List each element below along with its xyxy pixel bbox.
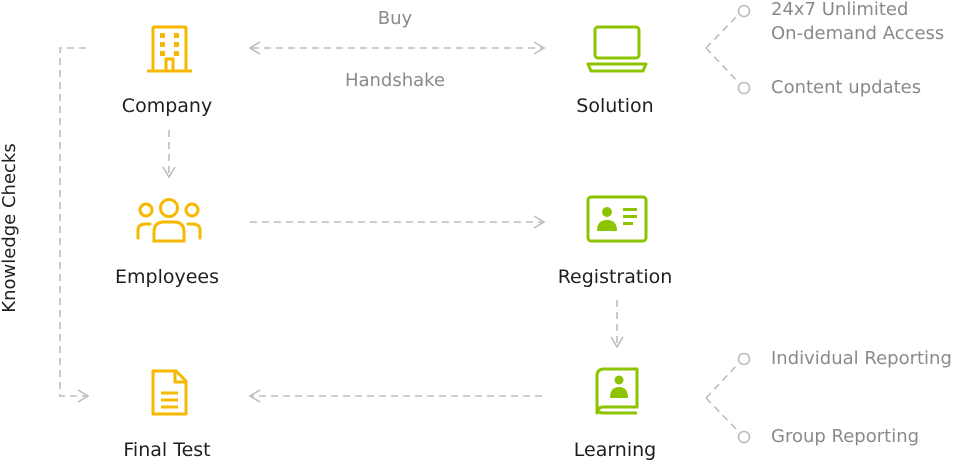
learning-finaltest-connector xyxy=(248,389,542,403)
solution-features-branch xyxy=(705,4,751,95)
learning-node: Learning xyxy=(574,367,657,460)
feature-bullet xyxy=(737,352,751,366)
feature-individual-reporting: Individual Reporting xyxy=(771,348,952,369)
knowledge-checks-connector xyxy=(59,47,90,403)
final-test-node: Final Test xyxy=(123,369,211,460)
feature-group-reporting: Group Reporting xyxy=(771,426,919,447)
id-card-icon xyxy=(586,195,648,243)
laptop-icon xyxy=(586,25,648,73)
company-solution-connector xyxy=(248,41,546,55)
solution-node: Solution xyxy=(576,25,654,117)
employees-label: Employees xyxy=(115,266,219,288)
employees-registration-connector xyxy=(250,215,546,229)
registration-label: Registration xyxy=(558,266,673,288)
knowledge-checks-label: Knowledge Checks xyxy=(0,143,20,312)
learning-label: Learning xyxy=(574,439,657,460)
company-node: Company xyxy=(122,25,212,117)
buy-label: Buy xyxy=(378,8,413,29)
feature-content-updates: Content updates xyxy=(771,77,921,98)
learning-features-branch xyxy=(705,352,751,444)
building-windows xyxy=(160,33,179,56)
book-icon xyxy=(595,367,639,415)
company-employees-connector xyxy=(162,130,176,179)
handshake-label: Handshake xyxy=(345,70,445,91)
document-icon xyxy=(151,369,188,416)
employees-node: Employees xyxy=(115,198,219,288)
registration-learning-connector xyxy=(610,300,624,349)
feature-bullet xyxy=(737,4,751,18)
feature-bullet xyxy=(737,430,751,444)
feature-on-demand: On-demand Access xyxy=(771,23,944,44)
feature-unlimited: 24x7 Unlimited xyxy=(771,0,908,20)
feature-bullet xyxy=(737,81,751,95)
registration-node: Registration xyxy=(558,195,673,288)
building-icon xyxy=(147,25,192,73)
company-label: Company xyxy=(122,95,212,117)
final-test-label: Final Test xyxy=(123,439,210,460)
people-group-icon xyxy=(136,198,202,243)
solution-label: Solution xyxy=(576,95,653,117)
